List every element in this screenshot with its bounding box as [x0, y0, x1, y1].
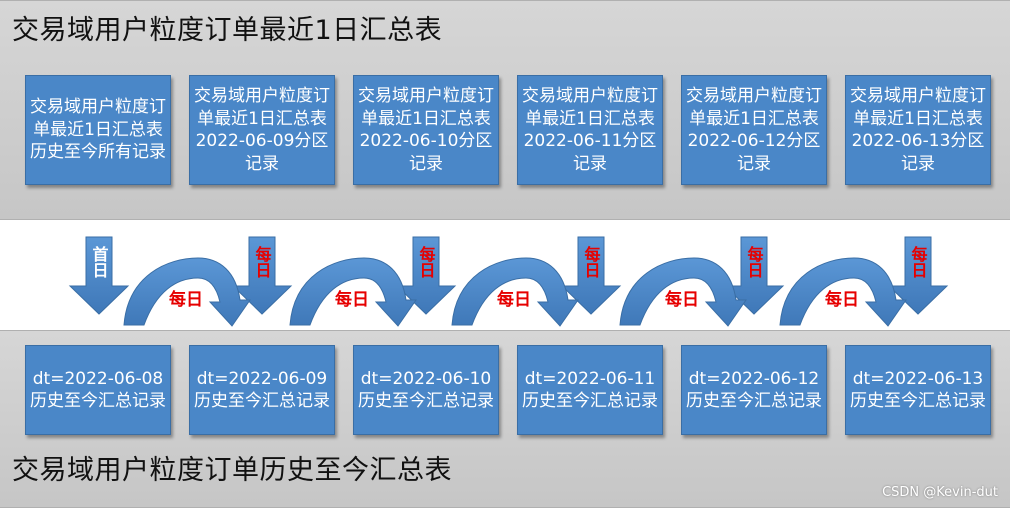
top-partition-box-3: 交易域用户粒度订单最近1日汇总表2022-06-10分区记录 [353, 75, 499, 185]
top-partition-box-4: 交易域用户粒度订单最近1日汇总表2022-06-11分区记录 [517, 75, 663, 185]
bottom-partition-box-3: dt=2022-06-10历史至今汇总记录 [353, 345, 499, 435]
down-arrow-6 [887, 236, 949, 315]
top-partition-box-1: 交易域用户粒度订单最近1日汇总表历史至今所有记录 [25, 75, 171, 185]
down-arrow-1 [68, 236, 130, 315]
curved-arrow-label-3: 每日 [497, 289, 531, 310]
curved-arrow-2 [289, 257, 417, 327]
down-arrow-label-2: 每日 [253, 245, 272, 278]
curved-arrow-label-1: 每日 [169, 289, 203, 310]
bottom-partition-box-2: dt=2022-06-09历史至今汇总记录 [189, 345, 335, 435]
curved-arrow-1 [123, 257, 251, 327]
top-table-title: 交易域用户粒度订单最近1日汇总表 [12, 15, 443, 46]
top-partition-box-5: 交易域用户粒度订单最近1日汇总表2022-06-12分区记录 [681, 75, 827, 185]
curved-arrow-3 [451, 257, 579, 327]
down-arrow-2 [231, 236, 293, 315]
down-arrow-4 [560, 236, 622, 315]
bottom-partition-box-5: dt=2022-06-12历史至今汇总记录 [681, 345, 827, 435]
curved-arrow-label-4: 每日 [665, 289, 699, 310]
down-arrow-label-1: 首日 [90, 245, 109, 278]
bottom-partition-box-1: dt=2022-06-08历史至今汇总记录 [25, 345, 171, 435]
bottom-table-title: 交易域用户粒度订单历史至今汇总表 [12, 455, 452, 486]
down-arrow-label-5: 每日 [745, 245, 764, 278]
down-arrow-3 [395, 236, 457, 315]
top-partition-box-6: 交易域用户粒度订单最近1日汇总表2022-06-13分区记录 [845, 75, 991, 185]
bottom-partition-box-4: dt=2022-06-11历史至今汇总记录 [517, 345, 663, 435]
curved-arrow-4 [619, 257, 747, 327]
down-arrow-5 [723, 236, 785, 315]
top-partition-box-2: 交易域用户粒度订单最近1日汇总表2022-06-09分区记录 [189, 75, 335, 185]
bottom-partition-box-6: dt=2022-06-13历史至今汇总记录 [845, 345, 991, 435]
down-arrow-label-4: 每日 [582, 245, 601, 278]
csdn-watermark: CSDN @Kevin-dut [882, 485, 998, 500]
curved-arrow-5 [779, 257, 907, 327]
down-arrow-label-6: 每日 [909, 245, 928, 278]
down-arrow-label-3: 每日 [417, 245, 436, 278]
curved-arrow-label-5: 每日 [825, 289, 859, 310]
curved-arrow-label-2: 每日 [335, 289, 369, 310]
